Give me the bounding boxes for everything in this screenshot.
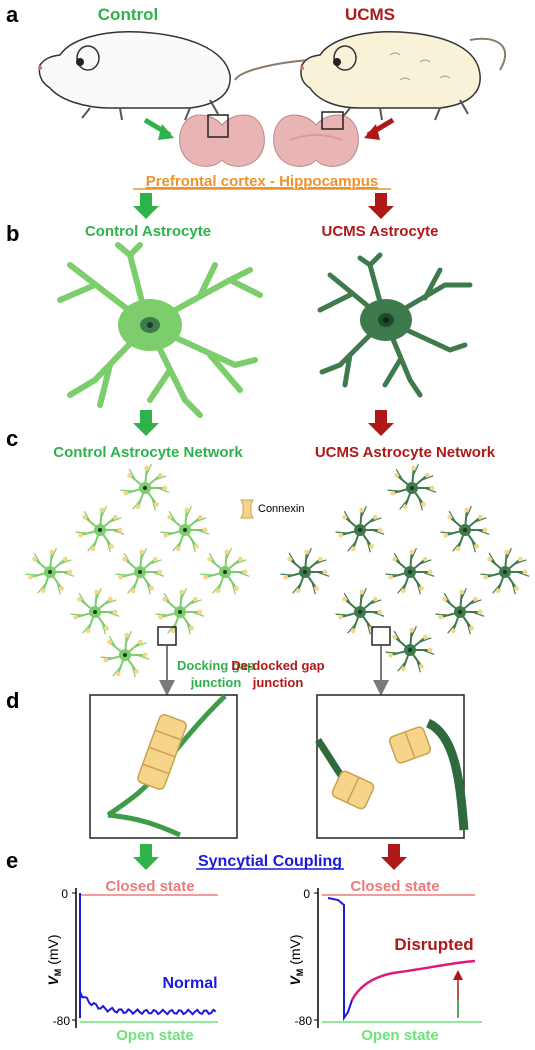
control-tick-0: 0 <box>61 887 68 901</box>
connexin-legend: Connexin <box>240 499 304 519</box>
control-brain-slice <box>179 114 265 167</box>
down-arrow-ucms-1 <box>368 193 394 219</box>
ucms-closed-label: Closed state <box>350 878 439 895</box>
down-arrow-control-3 <box>133 844 159 870</box>
control-zoom-box <box>157 626 177 646</box>
control-open-label: Open state <box>116 1027 194 1044</box>
disrupted-label: Disrupted <box>394 935 473 954</box>
down-arrow-ucms-2 <box>368 410 394 436</box>
ucms-y-label: VM (mV) <box>287 934 305 985</box>
panel-label-d: d <box>6 688 19 713</box>
panel-label-e: e <box>6 848 18 873</box>
dedocked-label-line1: De-docked gap <box>231 658 324 673</box>
ucms-group-label: UCMS <box>345 5 395 24</box>
control-closed-label: Closed state <box>105 878 194 895</box>
ucms-astrocyte-label: UCMS Astrocyte <box>322 223 439 240</box>
ucms-trace-plot: 0 -80 VM (mV) Closed state Open state Di… <box>287 878 482 1044</box>
control-astrocyte-illustration <box>57 242 263 418</box>
ucms-open-label: Open state <box>361 1027 439 1044</box>
control-network-label: Control Astrocyte Network <box>53 444 243 461</box>
down-arrow-control-2 <box>133 410 159 436</box>
docked-gap-junction-panel <box>89 694 238 839</box>
control-tick-80: -80 <box>53 1014 71 1028</box>
ucms-network-label: UCMS Astrocyte Network <box>315 444 496 461</box>
region-label: Prefrontal cortex - Hippocampus <box>146 173 379 190</box>
docking-label-line2: junction <box>190 675 242 690</box>
ucms-zoom-box <box>371 626 391 646</box>
control-trace-plot: 0 -80 VM (mV) Closed state Open state No… <box>45 878 218 1044</box>
syncytial-coupling-title: Syncytial Coupling <box>198 853 342 870</box>
control-astrocyte-network <box>25 464 250 678</box>
down-arrow-control-1 <box>133 193 159 219</box>
ucms-tick-80: -80 <box>295 1014 313 1028</box>
control-mouse-illustration <box>38 31 311 121</box>
panel-label-b: b <box>6 221 19 246</box>
panel-label-c: c <box>6 426 18 451</box>
connexin-legend-label: Connexin <box>258 503 304 515</box>
control-y-label: VM (mV) <box>45 934 63 985</box>
ucms-brain-slice <box>273 111 359 167</box>
dedocked-label-line2: junction <box>252 675 304 690</box>
down-arrow-ucms-3 <box>381 844 407 870</box>
control-group-label: Control <box>98 5 158 24</box>
dedocked-gap-junction-panel <box>315 694 469 839</box>
normal-label: Normal <box>162 975 217 992</box>
control-astrocyte-label: Control Astrocyte <box>85 223 211 240</box>
normal-trace <box>79 893 217 1018</box>
ucms-mouse-illustration <box>300 31 507 121</box>
ucms-tick-0: 0 <box>303 887 310 901</box>
ucms-astrocyte-illustration <box>317 252 473 398</box>
disrupted-trace <box>350 959 476 1001</box>
ucms-astrocyte-network <box>280 464 530 673</box>
docking-label-line1: Docking gap <box>177 658 255 673</box>
panel-label-a: a <box>6 2 19 27</box>
ucms-blue-trace <box>327 897 353 1022</box>
